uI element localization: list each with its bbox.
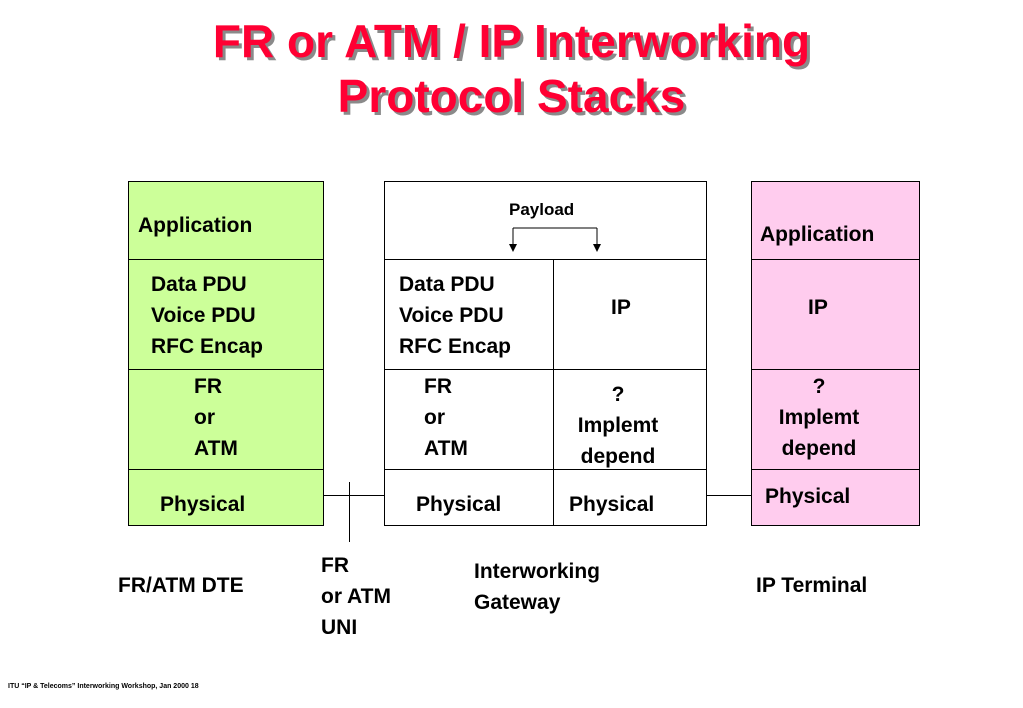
left-protocol-stack <box>128 181 324 526</box>
gateway-link-layer-right: ? Implemt depend <box>577 383 659 468</box>
ip-link-line <box>707 495 751 496</box>
slide-footer: ITU “IP & Telecoms” Interworking Worksho… <box>8 683 199 690</box>
left-stack-divider <box>128 469 324 470</box>
uni-link-line <box>324 495 384 496</box>
right-stack-divider <box>751 369 920 370</box>
right-link-layer: ? Implemt depend <box>778 375 860 460</box>
right-ip-layer: IP <box>808 296 828 319</box>
left-application-layer: Application <box>138 214 253 237</box>
gateway-stack-divider <box>384 469 707 470</box>
slide-title-line2: Protocol Stacks <box>337 70 686 122</box>
gateway-caption: Interworking Gateway <box>474 560 601 614</box>
left-stack-caption: FR/ATM DTE <box>118 574 244 597</box>
gateway-physical-right: Physical <box>569 493 655 516</box>
gateway-physical-left: Physical <box>416 493 502 516</box>
right-stack-divider <box>751 469 920 470</box>
payload-label: Payload <box>509 200 575 219</box>
right-protocol-stack <box>751 181 920 526</box>
payload-arrow <box>509 227 601 252</box>
gateway-stack-divider <box>384 369 707 370</box>
gateway-ip-layer: IP <box>611 296 631 319</box>
right-stack-caption: IP Terminal <box>756 574 868 597</box>
left-stack-divider <box>128 259 324 260</box>
left-physical-layer: Physical <box>160 493 246 516</box>
gateway-center-divider <box>553 259 554 526</box>
right-stack-divider <box>751 259 920 260</box>
right-application-layer: Application <box>760 223 875 246</box>
left-link-layer: FR or ATM <box>194 375 238 460</box>
uni-marker-line <box>349 482 350 542</box>
left-pdu-layer: Data PDU Voice PDU RFC Encap <box>151 273 264 358</box>
slide-title-line1: FR or ATM / IP Interworking <box>212 15 811 67</box>
gateway-stack-divider <box>384 259 707 260</box>
uni-label: FR or ATM UNI <box>321 554 391 639</box>
left-stack-divider <box>128 369 324 370</box>
gateway-link-layer-left: FR or ATM <box>424 375 468 460</box>
right-physical-layer: Physical <box>765 485 851 508</box>
gateway-protocol-stack <box>384 181 707 526</box>
gateway-pdu-layer: Data PDU Voice PDU RFC Encap <box>399 273 512 358</box>
